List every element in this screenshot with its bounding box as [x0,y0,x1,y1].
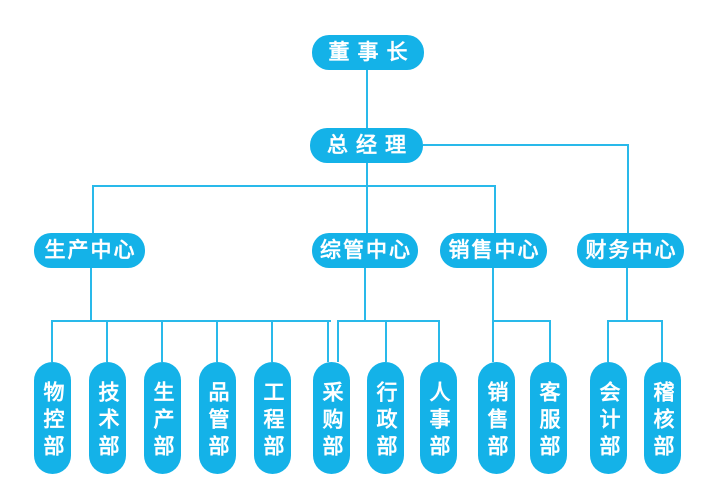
center-admin: 综管中心 [312,233,418,268]
connector-drop-finance-center [627,144,629,233]
connector-gm-finance-branch [423,144,629,146]
connector-drop-production-center [92,185,94,233]
connector-admin-stem [364,267,366,322]
dept-engineering: 工程部 [254,362,291,474]
dept-audit: 稽核部 [644,362,681,474]
dept-purchasing: 采购部 [313,362,350,474]
connector-drop-dept-6-left [327,320,329,362]
dept-material-control: 物控部 [34,362,71,474]
connector-chairman-gm [366,70,368,128]
dept-quality-control: 品管部 [199,362,236,474]
connector-drop-dept-5 [271,320,273,362]
center-sales: 销售中心 [440,233,547,268]
connector-gm-stem [366,163,368,186]
connector-production-rail [52,320,331,322]
connector-production-stem [90,267,92,322]
connector-drop-dept-10 [549,320,551,362]
dept-sales: 销售部 [478,362,515,474]
connector-drop-dept-7 [385,320,387,362]
connector-drop-dept-12 [661,320,663,362]
node-general-manager: 总经理 [310,128,423,163]
dept-accounting: 会计部 [590,362,627,474]
dept-human-resources: 人事部 [420,362,457,474]
dept-production: 生产部 [144,362,181,474]
center-finance: 财务中心 [577,233,684,268]
connector-sales-rail [492,320,551,322]
center-production: 生产中心 [34,233,145,268]
dept-technology: 技术部 [89,362,126,474]
dept-customer-service: 客服部 [530,362,567,474]
connector-drop-sales-center [494,185,496,233]
connector-drop-admin-center [366,185,368,233]
connector-gm-rail [92,185,496,187]
connector-drop-dept-3 [161,320,163,362]
connector-finance-rail [607,320,663,322]
connector-drop-dept-8 [438,320,440,362]
connector-sales-stem [492,267,494,362]
connector-drop-dept-2 [106,320,108,362]
connector-admin-rail [338,320,440,322]
connector-drop-dept-6-right [337,320,339,362]
node-chairman: 董事长 [312,35,424,70]
connector-drop-dept-1 [51,320,53,362]
dept-administration: 行政部 [367,362,404,474]
connector-finance-stem [626,267,628,322]
connector-drop-dept-4 [216,320,218,362]
connector-drop-dept-11 [607,320,609,362]
